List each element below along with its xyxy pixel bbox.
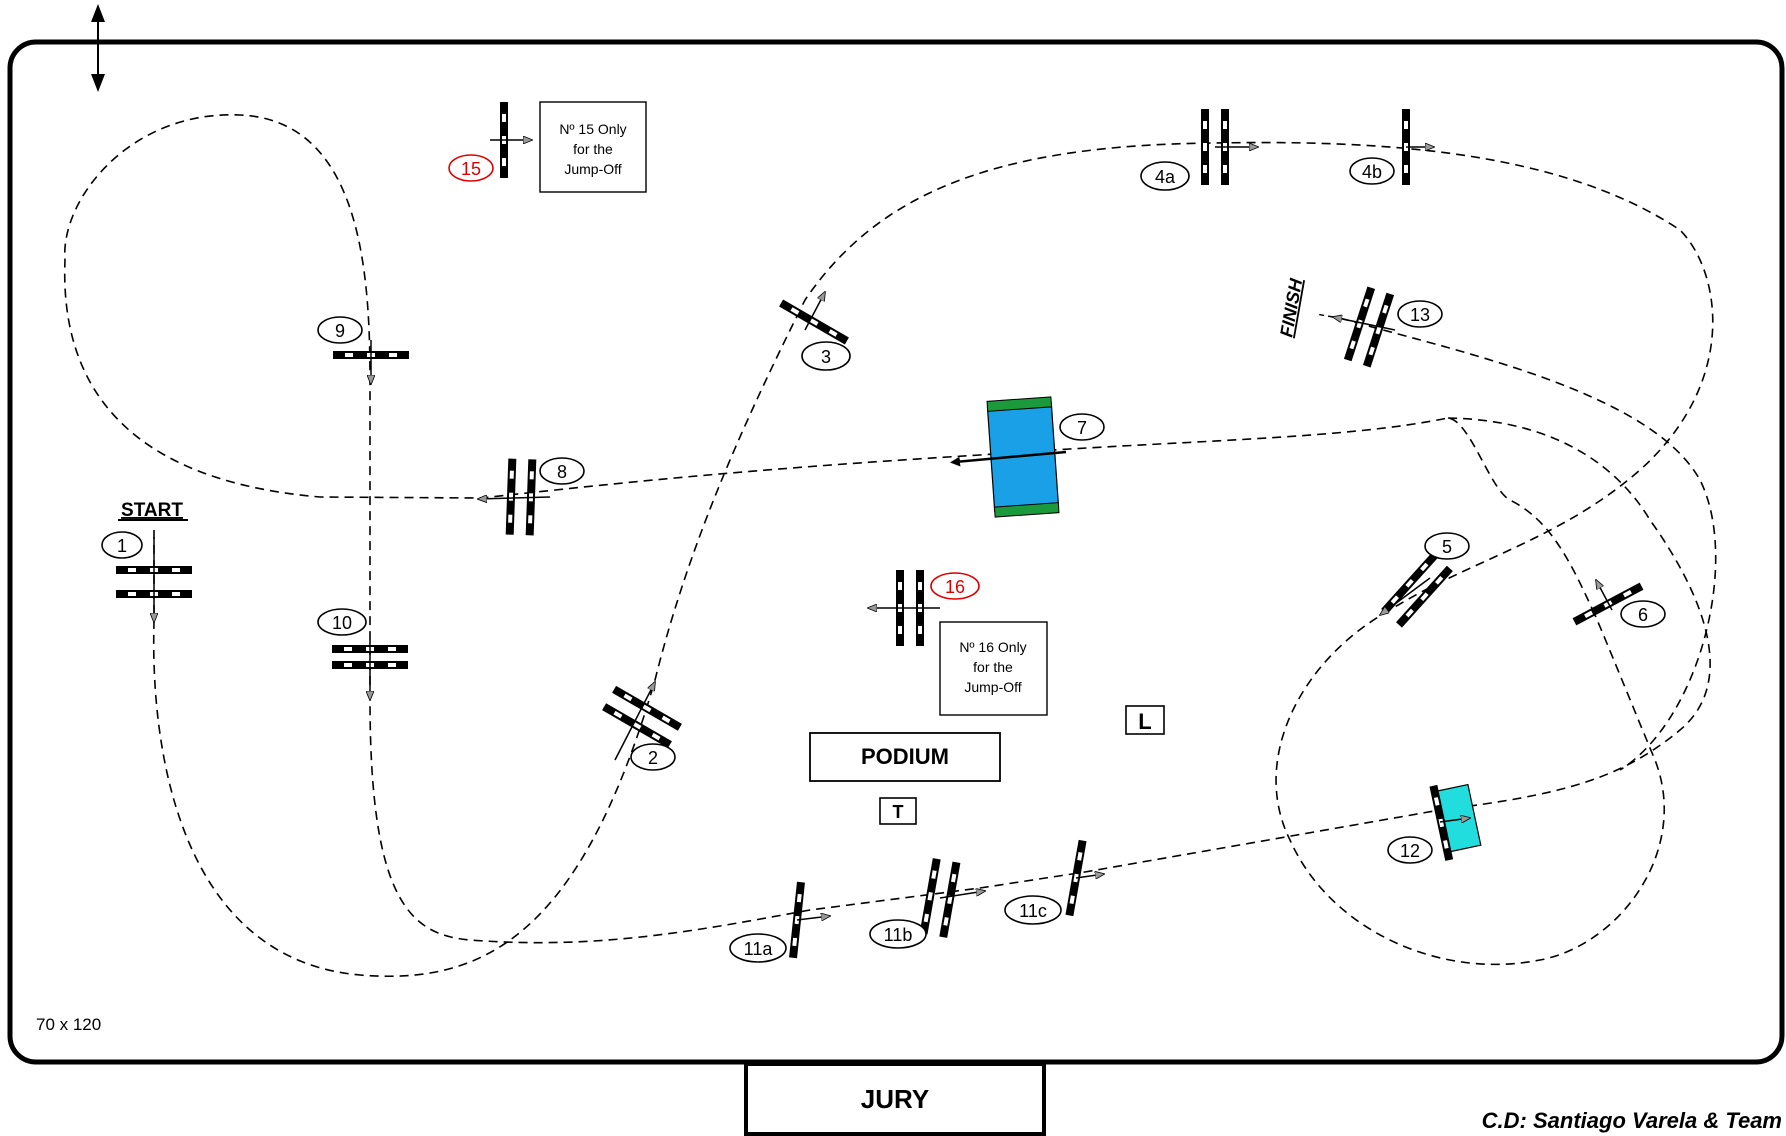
obstacle-11b-number: 11b <box>884 925 913 945</box>
l-marker: L <box>1138 709 1151 734</box>
obstacle-9-number: 9 <box>335 321 345 341</box>
start-label: START <box>121 500 183 521</box>
l-marker-box <box>1125 705 1165 735</box>
obstacle-5 <box>1381 552 1453 628</box>
designer-credit: C.D: Santiago Varela & Team <box>1482 1108 1782 1133</box>
podium-box <box>809 732 1001 782</box>
obstacle-5-number: 5 <box>1442 537 1452 557</box>
obstacle-11a-number: 11a <box>744 939 774 959</box>
obstacle-1-number: 1 <box>117 536 127 556</box>
course-path-loop <box>1275 609 1665 966</box>
obstacle-13-number: 13 <box>1410 305 1430 325</box>
note-16-line-3: Jump-Off <box>964 679 1021 695</box>
obstacle-15-number: 15 <box>461 159 481 179</box>
obstacle-6-number: 6 <box>1638 605 1648 625</box>
podium-label: PODIUM <box>861 744 949 769</box>
course-path <box>63 114 1714 978</box>
obstacle-3 <box>779 299 849 345</box>
obstacle-16-number: 16 <box>945 577 965 597</box>
obstacle-8-number: 8 <box>557 462 567 482</box>
arena-size-label: 70 x 120 <box>36 1015 101 1034</box>
note-16-line-1: Nº 16 Only <box>959 639 1026 655</box>
note-15-box <box>539 101 647 193</box>
obstacle-4a-number: 4a <box>1155 167 1176 187</box>
jury-box <box>744 1062 1046 1136</box>
course-path-finish <box>1339 317 1717 771</box>
entrance-arrow-icon <box>91 4 105 92</box>
obstacle-2 <box>602 685 682 749</box>
note-16-line-2: for the <box>973 659 1013 675</box>
arena-border <box>7 39 1785 1065</box>
obstacle-3-number: 3 <box>821 347 831 367</box>
note-15-line-2: for the <box>573 141 613 157</box>
t-marker-box <box>879 797 917 825</box>
obstacle-2-number: 2 <box>648 748 658 768</box>
obstacle-13 <box>1343 286 1395 368</box>
t-marker: T <box>893 802 904 822</box>
obstacle-4b-number: 4b <box>1362 162 1382 182</box>
course-path-link <box>1447 417 1596 616</box>
jury-label: JURY <box>861 1084 929 1114</box>
note-15-line-3: Jump-Off <box>564 161 621 177</box>
obstacle-7-number: 7 <box>1077 418 1087 438</box>
obstacle-12-number: 12 <box>1400 841 1420 861</box>
finish-label: FINISH <box>1276 276 1306 339</box>
obstacle-10-number: 10 <box>332 613 352 633</box>
note-15-line-1: Nº 15 Only <box>559 121 626 137</box>
obstacle-11c-number: 11c <box>1019 901 1047 921</box>
obstacle-1 <box>116 537 192 622</box>
note-16-box <box>939 621 1048 716</box>
